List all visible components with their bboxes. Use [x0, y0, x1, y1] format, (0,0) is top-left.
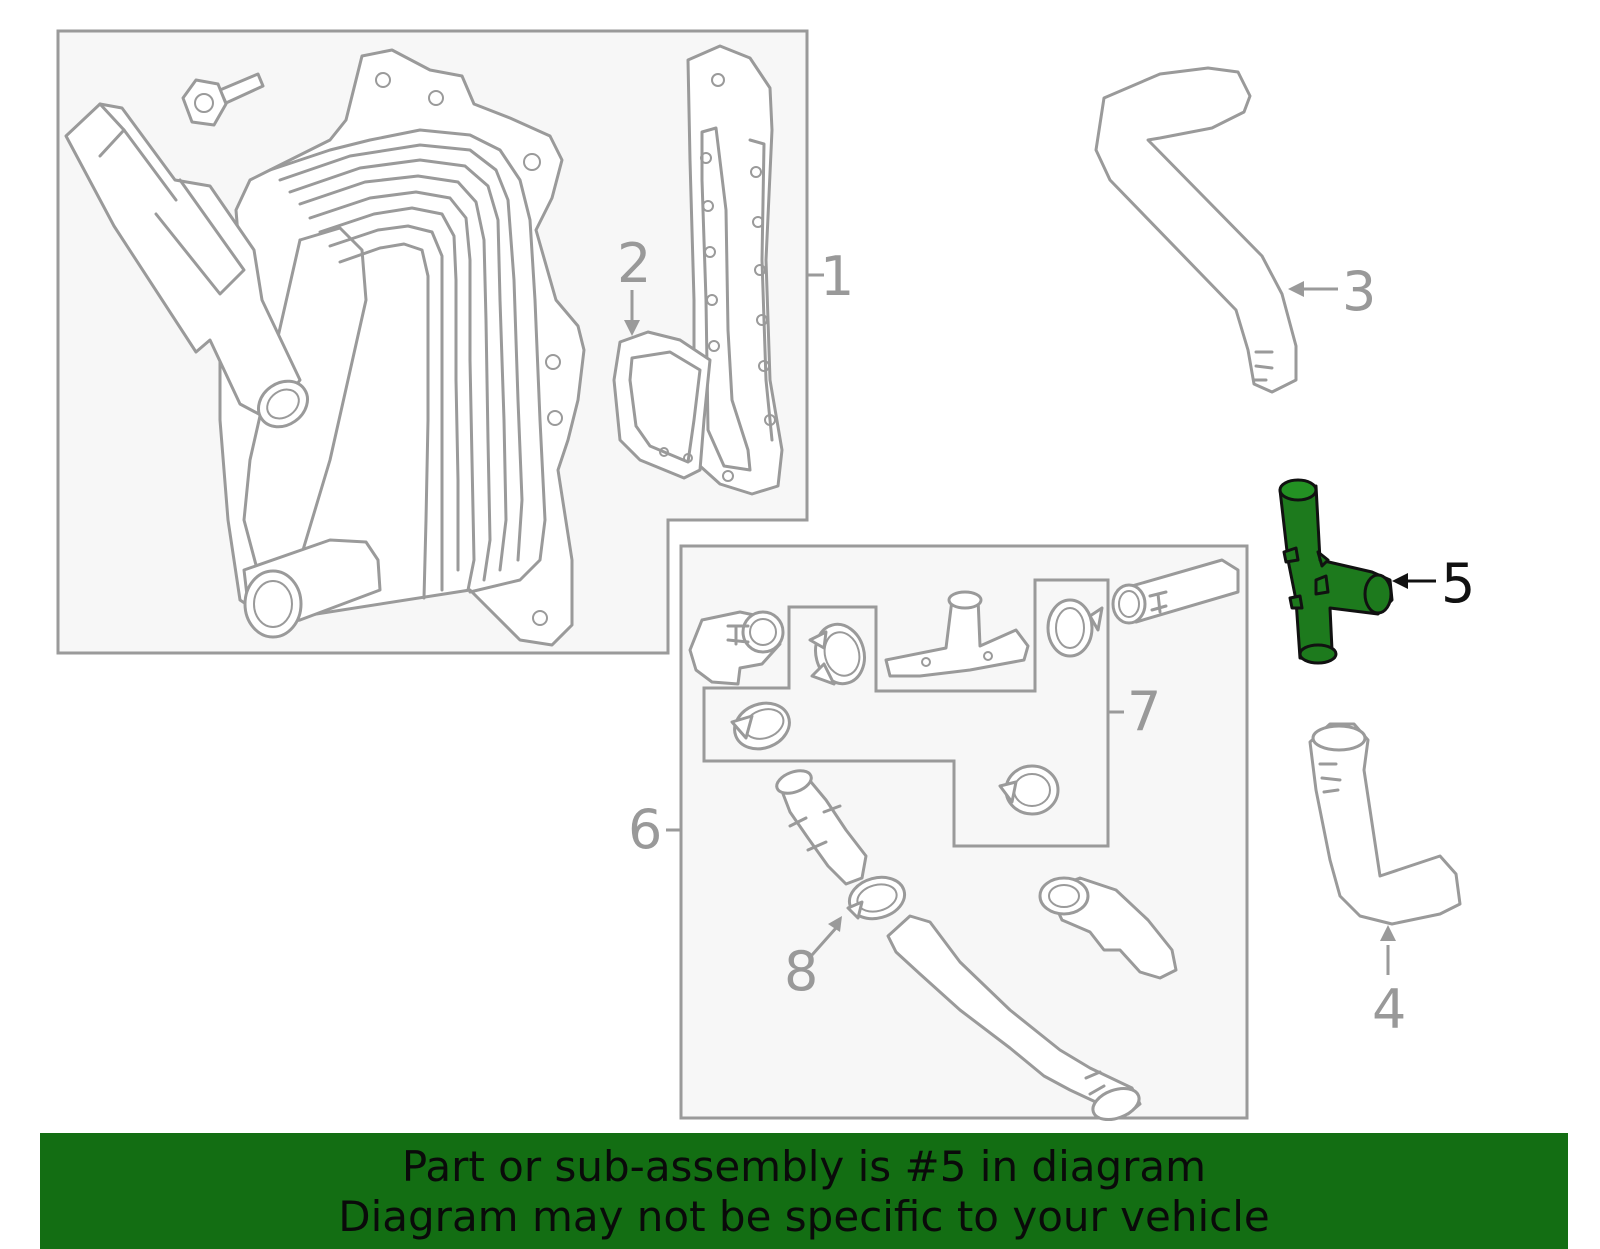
upper-port-tube-icon — [64, 102, 309, 429]
small-gasket-icon — [612, 330, 712, 480]
elbow-hose-icon — [688, 610, 785, 686]
tee-fitting-icon — [884, 590, 1030, 678]
hose-clamp-2-icon — [1046, 598, 1104, 658]
callout-1: 1 — [820, 245, 854, 308]
long-hose-icon — [886, 914, 1142, 1122]
banner-line-2: Diagram may not be specific to your vehi… — [338, 1192, 1270, 1241]
hose-clamp-5-icon — [846, 875, 907, 921]
callout-3: 3 — [1342, 260, 1376, 323]
callout-7: 7 — [1127, 680, 1161, 743]
banner-line-1: Part or sub-assembly is #5 in diagram — [401, 1142, 1207, 1191]
bolt-icon — [181, 72, 265, 127]
connector-tube-icon — [775, 769, 868, 886]
info-banner: Part or sub-assembly is #5 in diagram Di… — [40, 1133, 1568, 1249]
callout-4: 4 — [1372, 978, 1406, 1041]
lower-hose-icon — [1308, 722, 1462, 926]
clamp-kit-panel — [702, 578, 1110, 848]
hose-clamp-3-icon — [730, 701, 791, 751]
callout-8: 8 — [784, 940, 818, 1003]
lower-port-icon — [242, 538, 382, 639]
tee-connector-icon — [1278, 478, 1394, 665]
straight-hose-icon — [1111, 558, 1240, 625]
hose-clamp-icon — [808, 622, 866, 686]
hose-clamp-4-icon — [998, 764, 1060, 816]
callout-2: 2 — [617, 232, 651, 295]
callout-6: 6 — [628, 798, 662, 861]
elbow-fitting-icon — [1038, 876, 1178, 980]
callout-5: 5 — [1441, 552, 1475, 615]
upper-hose-icon — [1094, 66, 1298, 394]
